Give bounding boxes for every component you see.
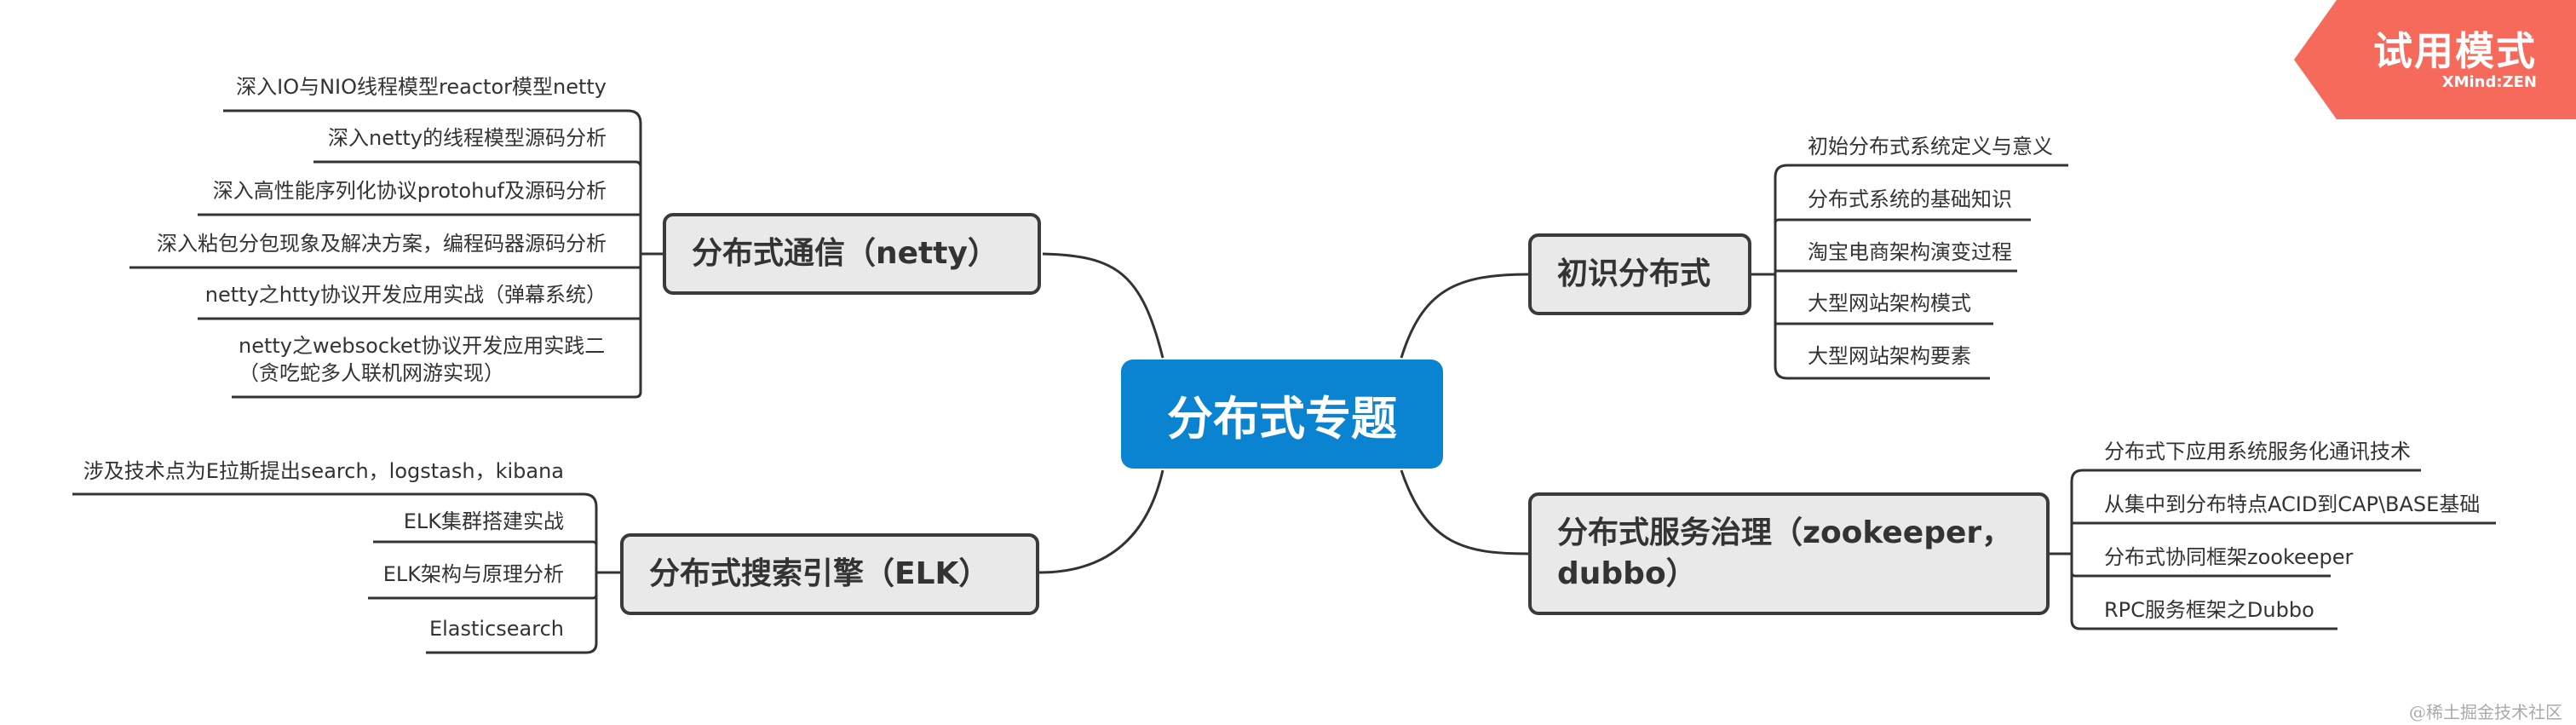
intro-item-5[interactable]: 大型网站架构要素	[1808, 344, 1971, 368]
badge-title: 试用模式	[2373, 28, 2537, 74]
connector-central-zk	[1400, 469, 1529, 555]
netty-item-4[interactable]: 深入粘包分包现象及解决方案，编程码器源码分析	[157, 232, 607, 256]
bracket-zk	[2050, 481, 2073, 620]
central-topic[interactable]: 分布式专题	[1121, 360, 1443, 469]
bracket-elk	[595, 507, 620, 643]
zk-item-2[interactable]: 从集中到分布特点ACID到CAP\BASE基础	[2104, 492, 2481, 516]
intro-item-3[interactable]: 淘宝电商架构演变过程	[1808, 240, 2012, 264]
trial-mode-badge[interactable]: 试用模式 XMind:ZEN	[2294, 0, 2576, 119]
netty-item-3[interactable]: 深入高性能序列化协议protohuf及源码分析	[212, 179, 607, 203]
bracket-intro	[1751, 177, 1777, 366]
topic-netty[interactable]: 分布式通信（netty）	[663, 213, 1041, 295]
zk-item-1[interactable]: 分布式下应用系统服务化通讯技术	[2104, 440, 2411, 463]
bracket-netty	[639, 124, 663, 392]
badge-brand: XMind:ZEN	[2441, 73, 2537, 91]
watermark-text: @稀土掘金技术社区	[2409, 702, 2562, 722]
elk-item-3[interactable]: ELK架构与原理分析	[382, 562, 564, 586]
connector-central-netty	[1042, 252, 1164, 359]
intro-item-2[interactable]: 分布式系统的基础知识	[1808, 187, 2012, 211]
topic-intro[interactable]: 初识分布式	[1528, 233, 1751, 315]
elk-item-4[interactable]: Elasticsearch	[428, 617, 564, 641]
topic-elk[interactable]: 分布式搜索引擎（ELK）	[620, 533, 1039, 615]
connector-central-intro	[1400, 273, 1529, 359]
netty-item-1[interactable]: 深入IO与NIO线程模型reactor模型netty	[236, 75, 607, 99]
elk-item-2[interactable]: ELK集群搭建实战	[403, 509, 564, 533]
elk-item-1[interactable]: 涉及技术点为E拉斯提出search，logstash，kibana	[83, 459, 564, 483]
intro-item-1[interactable]: 初始分布式系统定义与意义	[1808, 135, 2053, 158]
netty-item-5[interactable]: netty之htty协议开发应用实战（弹幕系统）	[204, 283, 607, 307]
netty-item-2[interactable]: 深入netty的线程模型源码分析	[328, 126, 607, 150]
zk-item-3[interactable]: 分布式协同框架zookeeper	[2104, 545, 2354, 569]
connector-central-elk	[1038, 469, 1164, 574]
intro-item-4[interactable]: 大型网站架构模式	[1808, 291, 1971, 315]
topic-zookeeper[interactable]: 分布式服务治理（zookeeper，dubbo）	[1528, 492, 2050, 615]
netty-item-6[interactable]: netty之websocket协议开发应用实践二（贪吃蛇多人联机网游实现）	[239, 334, 606, 385]
zk-item-4[interactable]: RPC服务框架之Dubbo	[2104, 598, 2314, 622]
